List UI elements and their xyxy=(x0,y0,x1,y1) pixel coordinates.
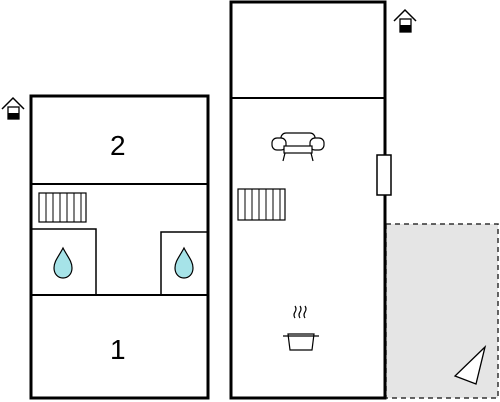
north-arrow-icon xyxy=(453,344,487,385)
left-building-outline xyxy=(29,94,210,400)
left-building xyxy=(29,94,210,400)
house-entrance-icon xyxy=(393,8,417,33)
terrace-area xyxy=(385,223,499,399)
water-drop-icon xyxy=(53,246,73,279)
radiator-icon xyxy=(38,192,87,223)
room-label-lower: 1 xyxy=(110,334,126,365)
room-label-upper: 2 xyxy=(110,130,126,161)
radiator-icon xyxy=(237,188,286,221)
water-drop-icon xyxy=(174,246,194,279)
house-entrance-icon xyxy=(1,96,25,120)
bathroom-left xyxy=(30,228,97,296)
cooking-pot-icon xyxy=(283,305,319,351)
bathroom-right xyxy=(160,231,209,296)
window-icon xyxy=(376,154,392,196)
sofa-icon xyxy=(271,132,325,162)
